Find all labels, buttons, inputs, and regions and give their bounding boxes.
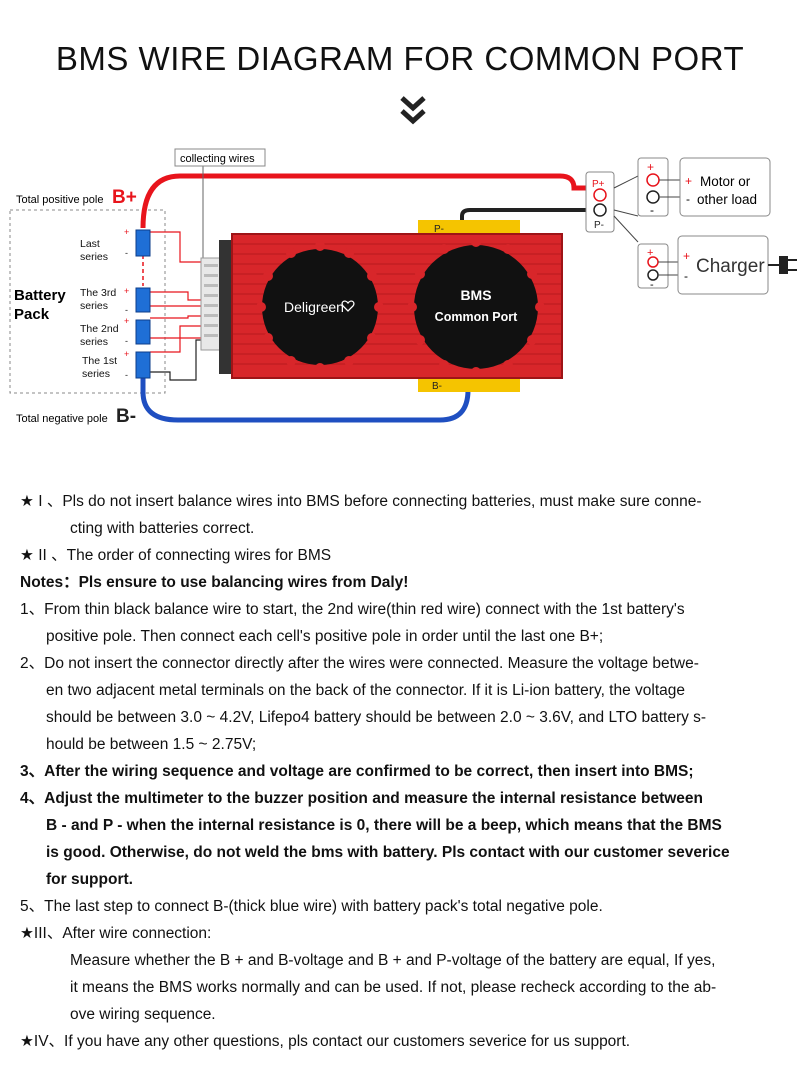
section-3-line-1: Measure whether the B + and B-voltage an…	[70, 952, 716, 969]
battery-pack-label-1: Battery	[14, 287, 66, 304]
load-minus-sign: -	[650, 203, 654, 217]
b-minus-terminal	[418, 376, 520, 392]
p-minus-wire	[460, 208, 598, 230]
step-4-line-3: is good. Otherwise, do not weld the bms …	[46, 844, 730, 861]
p-minus-terminal-label: P-	[434, 224, 444, 235]
charger-port-minus-sign: -	[650, 279, 654, 291]
heart-logo-icon	[341, 300, 355, 312]
section-4: ★IV、If you have any other questions, pls…	[20, 1033, 631, 1050]
battery-cells	[135, 229, 151, 379]
brand-label: Deligreen	[284, 299, 344, 315]
charger-label: Charger	[696, 256, 765, 277]
common-port-label: Common Port	[435, 310, 518, 324]
collecting-wires-label-box	[174, 148, 266, 167]
battery-pack-label-2: Pack	[14, 306, 50, 323]
right-fan	[414, 245, 538, 369]
cell-2nd-label-2: series	[80, 336, 108, 348]
cell-last-label-1: Last	[80, 238, 100, 250]
charger-plus-sign: +	[683, 249, 690, 263]
total-positive-label: Total positive pole	[16, 194, 103, 206]
cell-1st-label-2: series	[82, 368, 110, 380]
cell-last-minus: -	[125, 248, 128, 258]
motor-minus-sign: -	[686, 192, 690, 206]
p-minus-terminal	[418, 220, 520, 236]
cell-2nd-minus: -	[125, 336, 128, 346]
negative-wire	[140, 370, 471, 423]
step-2-line-2: en two adjacent metal terminals on the b…	[46, 682, 686, 699]
load-port-box	[637, 157, 669, 217]
step-1-line-2: positive pole. Then connect each cell's …	[46, 628, 604, 645]
step-4-line-1: 4、Adjust the multimeter to the buzzer po…	[20, 790, 703, 807]
cell-3rd-label-2: series	[80, 300, 108, 312]
motor-label-2: other load	[697, 192, 757, 207]
cell-last-plus: +	[124, 227, 129, 237]
charger-minus-sign: -	[684, 269, 688, 283]
port-p-plus	[593, 188, 607, 202]
b-minus-terminal-label: B-	[432, 381, 442, 392]
step-5: 5、The last step to connect B-(thick blue…	[20, 898, 603, 915]
motor-load-box	[679, 157, 771, 217]
notes-line: Notes：Pls ensure to use balancing wires …	[20, 574, 409, 591]
section-3-line-3: ove wiring sequence.	[70, 1006, 216, 1023]
b-minus-pole-label: B-	[116, 406, 136, 427]
battery-pack-box	[9, 209, 166, 394]
cell-1st-minus: -	[125, 370, 128, 380]
step-2-line-3: should be between 3.0 ~ 4.2V, Lifepo4 ba…	[46, 709, 707, 726]
cell-2nd	[135, 319, 151, 345]
cell-3rd-plus: +	[124, 286, 129, 296]
double-chevron-down-icon	[400, 96, 426, 125]
step-2-line-1: 2、Do not insert the connector directly a…	[20, 655, 699, 672]
motor-label-1: Motor or	[700, 174, 751, 189]
power-plug-icon	[768, 256, 797, 274]
section-1-line-1: ★ I 、Pls do not insert balance wires int…	[20, 493, 702, 510]
step-2-line-4: hould be between 1.5 ~ 2.75V;	[46, 736, 257, 753]
port-p-plus-label: P+	[592, 179, 605, 190]
positive-wire	[140, 173, 590, 229]
motor-plus-sign: +	[685, 174, 692, 188]
cell-1st	[135, 351, 151, 379]
port-p-minus	[593, 203, 607, 217]
cell-3rd-minus: -	[125, 305, 128, 315]
page-title: BMS WIRE DIAGRAM FOR COMMON PORT	[55, 40, 745, 77]
cell-last-label-2: series	[80, 251, 108, 263]
section-3-line-2: it means the BMS works normally and can …	[70, 979, 717, 996]
bms-label: BMS	[460, 287, 491, 303]
collecting-wires-label: collecting wires	[180, 153, 255, 165]
total-negative-label: Total negative pole	[16, 413, 108, 425]
section-3-heading: ★III、After wire connection:	[20, 925, 212, 942]
wiring-diagram: collecting wires P- B- Deligreen BMS Com…	[9, 148, 797, 427]
cell-2nd-plus: +	[124, 316, 129, 326]
cell-1st-label-1: The 1st	[82, 355, 117, 367]
cell-3rd-label-1: The 3rd	[80, 287, 116, 299]
cell-last	[135, 229, 151, 257]
port-p-minus-label: P-	[594, 220, 604, 231]
section-1-line-2: cting with batteries correct.	[70, 520, 255, 537]
charger-port-plus-sign: +	[647, 247, 653, 259]
cell-2nd-label-1: The 2nd	[80, 323, 119, 335]
b-plus-label: B+	[112, 187, 137, 208]
cell-3rd	[135, 287, 151, 313]
step-4-line-4: for support.	[46, 871, 133, 888]
left-fan	[262, 249, 378, 365]
output-port-box	[585, 171, 615, 233]
step-4-line-2: B - and P - when the internal resistance…	[46, 817, 722, 834]
step-1-line-1: 1、From thin black balance wire to start,…	[20, 601, 685, 618]
step-3: 3、After the wiring sequence and voltage …	[20, 763, 694, 780]
instructions: ★ I 、Pls do not insert balance wires int…	[20, 488, 790, 1055]
load-plus-sign: +	[647, 160, 654, 174]
section-2-heading: ★ II 、The order of connecting wires for …	[20, 547, 332, 564]
cell-1st-plus: +	[124, 349, 129, 359]
